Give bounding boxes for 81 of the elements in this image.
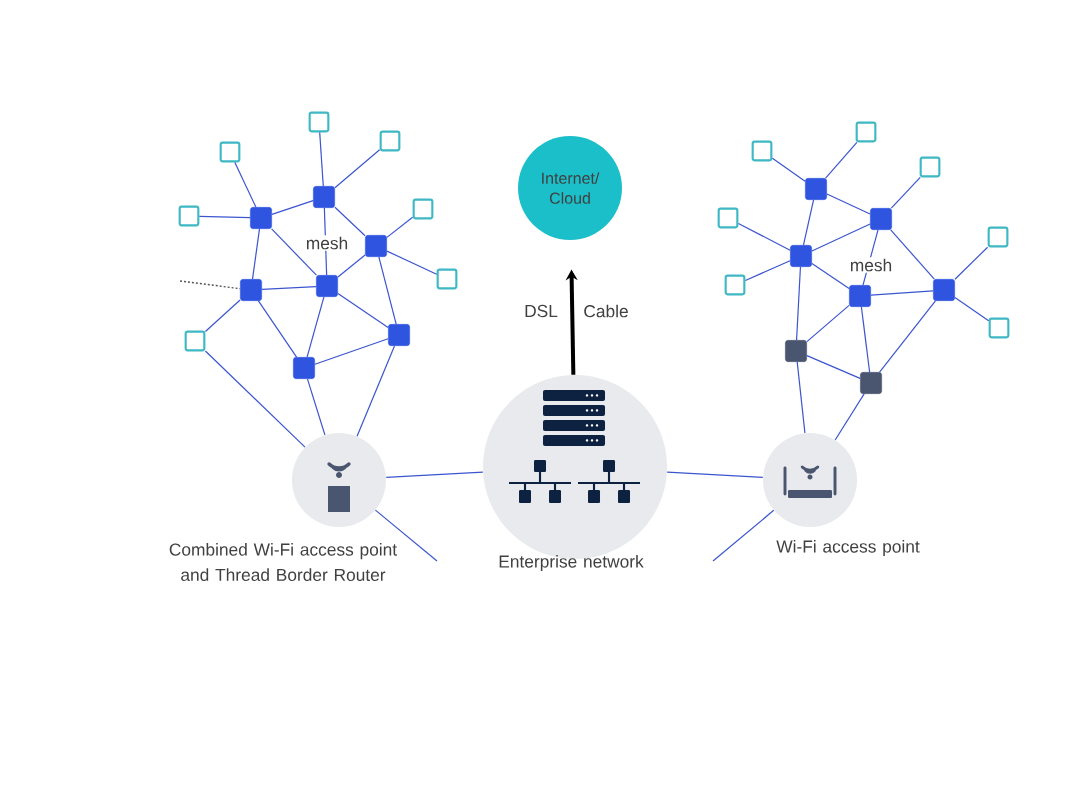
connection-line: [386, 216, 414, 238]
mesh-router-box: [293, 357, 315, 379]
connection-line: [834, 393, 865, 441]
connection-line: [385, 471, 484, 478]
connection-line: [271, 228, 317, 276]
connection-line: [261, 285, 317, 291]
connection-line: [802, 199, 815, 246]
mesh-router-box: [785, 340, 807, 362]
connection-line: [257, 300, 298, 358]
device-box: [219, 141, 241, 163]
mesh-router-box: [313, 186, 335, 208]
connection-line: [890, 229, 935, 280]
mesh-router-box: [240, 279, 262, 301]
connection-line: [860, 306, 871, 373]
mesh-router-box: [316, 275, 338, 297]
device-box: [724, 274, 746, 296]
mesh-label: mesh: [848, 257, 894, 273]
dotted-line: [179, 280, 241, 290]
device-box: [855, 121, 877, 143]
connection-line: [306, 296, 325, 358]
connection-line: [319, 131, 324, 187]
device-box: [412, 198, 434, 220]
connection-line: [378, 256, 397, 325]
device-box: [379, 130, 401, 152]
device-box: [751, 140, 773, 162]
link-label: Cable: [584, 304, 628, 318]
mesh-router-box: [933, 279, 955, 301]
connection-line: [870, 290, 934, 296]
connection-line: [796, 266, 802, 341]
mesh-label: mesh: [304, 235, 350, 251]
mesh-router-box: [805, 178, 827, 200]
node-caption: Combined Wi-Fi access point and Thread Border Router: [169, 542, 397, 582]
mesh-router-box: [870, 208, 892, 230]
device-box: [184, 330, 206, 352]
device-box: [988, 317, 1010, 339]
device-box: [987, 226, 1009, 248]
connection-line: [811, 262, 850, 290]
connection-line: [204, 299, 241, 333]
connection-line: [334, 206, 366, 237]
device-box: [919, 156, 941, 178]
connection-line: [306, 378, 326, 436]
connection-line: [826, 193, 871, 215]
connection-line: [337, 254, 366, 278]
connection-line: [811, 223, 871, 252]
connection-line: [806, 304, 850, 343]
mesh-router-box: [860, 372, 882, 394]
link-label: DSL: [525, 304, 558, 318]
device-box: [436, 268, 458, 290]
mesh-router-box: [365, 235, 387, 257]
connection-line: [954, 296, 990, 322]
connection-line: [374, 509, 438, 562]
mesh-router-box: [790, 245, 812, 267]
connection-line: [198, 215, 251, 219]
connection-line: [954, 246, 989, 280]
connection-line: [334, 149, 381, 189]
connection-line: [337, 292, 389, 329]
connection-line: [712, 509, 775, 562]
node-caption: Enterprise network: [499, 554, 644, 572]
connection-line: [796, 361, 806, 434]
connection-line: [771, 157, 806, 182]
connection-line: [386, 250, 438, 275]
connection-line: [234, 161, 257, 208]
connection-line: [806, 355, 861, 379]
connection-line: [737, 222, 791, 251]
device-box: [308, 111, 330, 133]
connection-line: [356, 345, 396, 437]
connection-line: [271, 200, 314, 215]
mesh-router-box: [250, 207, 272, 229]
device-box: [717, 207, 739, 229]
connection-line: [204, 350, 306, 448]
node-caption: Wi-Fi access point: [776, 539, 920, 557]
connection-line: [251, 228, 261, 280]
connection-line: [744, 260, 791, 282]
mesh-router-box: [849, 285, 871, 307]
connection-line: [890, 176, 921, 209]
connection-line: [879, 300, 937, 373]
connection-line: [314, 338, 389, 365]
connection-line: [666, 471, 764, 478]
mesh-router-box: [388, 324, 410, 346]
device-box: [178, 205, 200, 227]
connection-line: [825, 141, 858, 179]
